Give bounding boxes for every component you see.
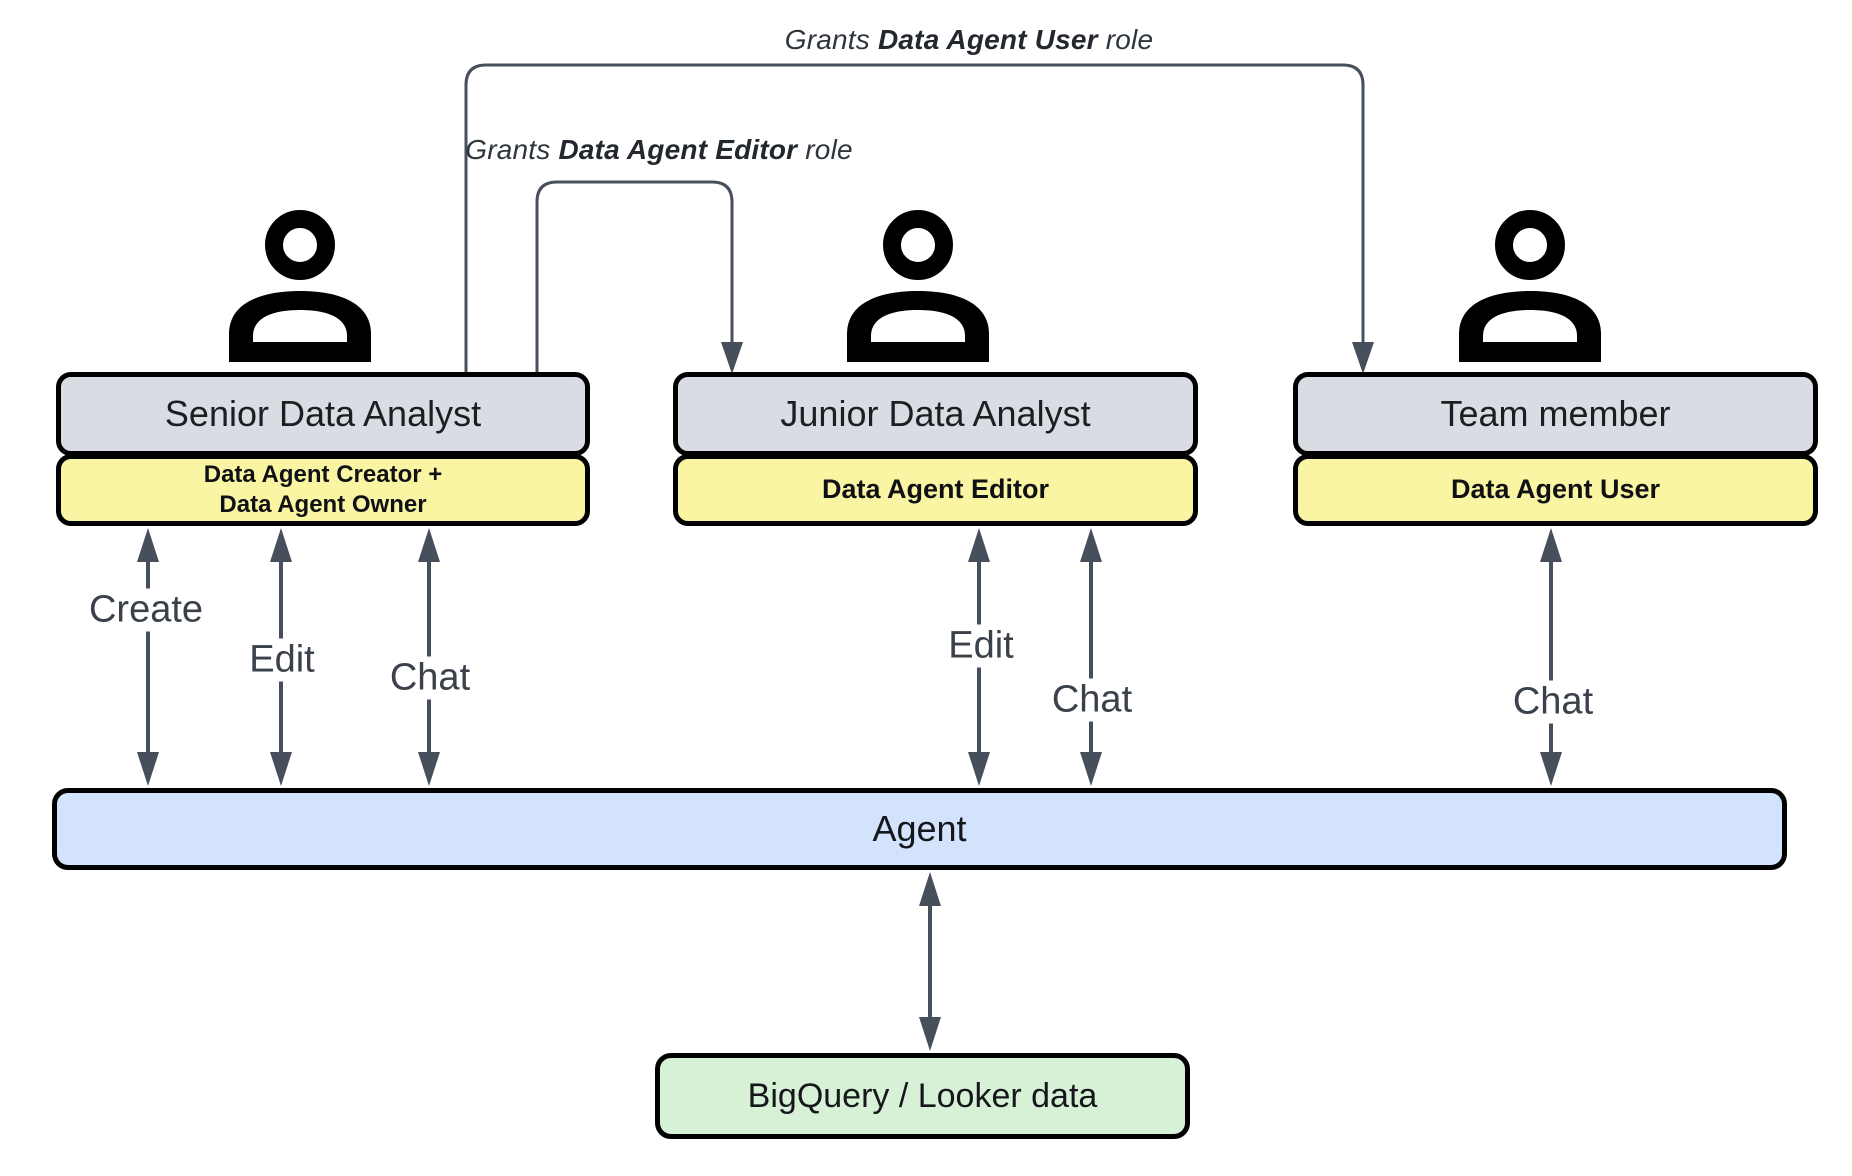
grant-editor-prefix: Grants	[465, 134, 559, 165]
senior-edit-label: Edit	[242, 638, 322, 682]
datasource-box: BigQuery / Looker data	[655, 1053, 1190, 1139]
senior-chat-label: Chat	[382, 656, 478, 700]
grant-user-label: Grants Data Agent User role	[785, 24, 1153, 56]
grant-user-suffix: role	[1097, 24, 1154, 55]
grant-editor-connector	[535, 180, 743, 374]
senior-person-icon	[229, 210, 371, 362]
senior-create-arrow	[137, 528, 159, 786]
team-person-icon	[1459, 210, 1601, 362]
junior-chat-arrow	[1080, 528, 1102, 786]
team-title-box: Team member	[1293, 372, 1818, 456]
senior-role: Data Agent Creator + Data Agent Owner	[203, 461, 443, 518]
grant-editor-label: Grants Data Agent Editor role	[465, 134, 853, 166]
agent-label: Agent	[872, 808, 967, 849]
team-chat-label: Chat	[1505, 680, 1601, 724]
junior-role: Data Agent Editor	[821, 474, 1049, 505]
junior-role-box: Data Agent Editor	[673, 454, 1198, 526]
team-title: Team member	[1440, 393, 1671, 434]
senior-title-box: Senior Data Analyst	[56, 372, 590, 456]
grant-editor-role-name: Data Agent Editor	[558, 134, 798, 165]
grant-editor-suffix: role	[797, 134, 853, 165]
junior-person-icon	[847, 210, 989, 362]
junior-chat-label: Chat	[1044, 678, 1140, 722]
junior-edit-label: Edit	[941, 624, 1021, 668]
grant-user-connector	[464, 63, 1374, 374]
grant-user-role-name: Data Agent User	[877, 24, 1098, 55]
senior-create-label: Create	[81, 588, 211, 632]
junior-title: Junior Data Analyst	[780, 393, 1091, 434]
datasource-label: BigQuery / Looker data	[747, 1076, 1098, 1115]
senior-title: Senior Data Analyst	[164, 393, 482, 434]
team-role-box: Data Agent User	[1293, 454, 1818, 526]
grant-user-prefix: Grants	[784, 24, 878, 55]
team-chat-arrow	[1540, 528, 1562, 786]
agent-datasource-arrow	[919, 872, 941, 1051]
senior-role-box: Data Agent Creator + Data Agent Owner	[56, 454, 590, 526]
junior-title-box: Junior Data Analyst	[673, 372, 1198, 456]
agent-bar: Agent	[52, 788, 1787, 870]
team-role: Data Agent User	[1450, 474, 1661, 505]
